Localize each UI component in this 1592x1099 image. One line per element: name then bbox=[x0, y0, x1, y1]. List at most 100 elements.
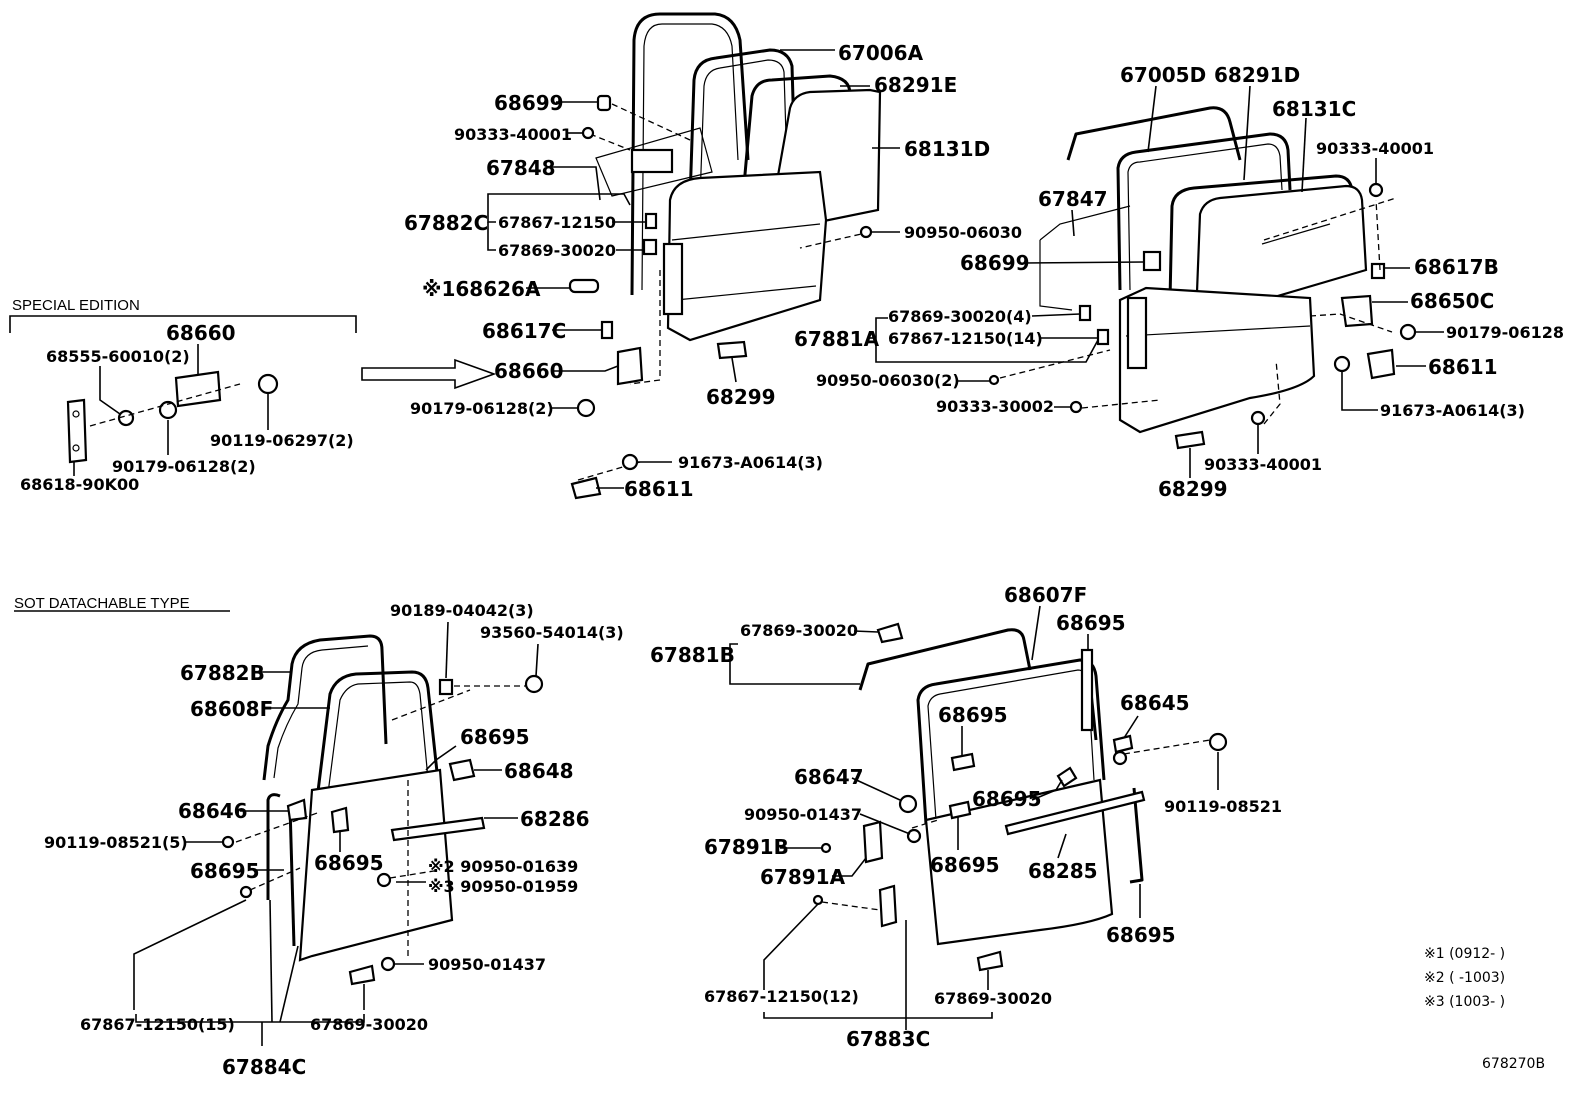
label-68299: 68299 bbox=[706, 385, 776, 409]
bracket-67883C bbox=[878, 884, 898, 928]
special-edition-heading: SPECIAL EDITION bbox=[12, 297, 140, 314]
cushion-68626A bbox=[568, 278, 600, 294]
label-67005D: 67005D bbox=[1120, 63, 1206, 87]
part-labels: 67006A 68291E 68699 90333-40001 67848 68… bbox=[12, 41, 1564, 1079]
leader-lines-front-door bbox=[487, 49, 900, 489]
label-68699: 68699 bbox=[494, 91, 564, 115]
label-67869-30020-right-bottom: 67869-30020 bbox=[934, 989, 1052, 1008]
plug-90950-rear bbox=[988, 374, 1000, 386]
nut-90179-special bbox=[158, 400, 178, 420]
plug-90950-01639 bbox=[376, 872, 392, 888]
note-2: ※2 ( -1003) bbox=[1424, 970, 1505, 986]
label-68286: 68286 bbox=[520, 807, 590, 831]
sot-detachable-left bbox=[14, 610, 544, 986]
label-67867-12150-12: 67867-12150(12) bbox=[704, 987, 859, 1006]
label-90119-08521-5: 90119-08521(5) bbox=[44, 833, 188, 852]
label-68626A: ※168626A bbox=[422, 277, 541, 301]
label-90333-40001: 90333-40001 bbox=[454, 125, 572, 144]
label-67891A: 67891A bbox=[760, 865, 846, 889]
label-68618-90K00: 68618-90K00 bbox=[20, 475, 139, 494]
label-68695-b: 68695 bbox=[314, 851, 384, 875]
label-68291E: 68291E bbox=[874, 73, 957, 97]
rear-glass-68131C bbox=[1194, 184, 1368, 322]
label-68695-d: 68695 bbox=[1056, 611, 1126, 635]
label-67869-30020-right-top: 67869-30020 bbox=[740, 621, 858, 640]
bracket-68648 bbox=[448, 758, 476, 782]
label-90179-06128-special: 90179-06128(2) bbox=[112, 457, 256, 476]
plug-90950-06030 bbox=[859, 225, 873, 239]
hinge-68660-special bbox=[174, 370, 222, 408]
handle-68699-rear bbox=[1142, 250, 1162, 272]
label-91673-A0614-rear: 91673-A0614(3) bbox=[1380, 401, 1525, 420]
label-90950-01959: ※3 90950-01959 bbox=[428, 877, 578, 896]
hinge-68650C bbox=[1340, 294, 1374, 328]
label-90950-01437: 90950-01437 bbox=[428, 955, 546, 974]
moulding-68285 bbox=[1004, 790, 1146, 836]
plug-90333-40001 bbox=[581, 126, 595, 140]
label-68695-g: 68695 bbox=[930, 853, 1000, 877]
label-67847: 67847 bbox=[1038, 187, 1108, 211]
label-68650C: 68650C bbox=[1410, 289, 1494, 313]
seal-68695-right-b bbox=[948, 800, 972, 820]
striker-68611-rear bbox=[1366, 348, 1396, 380]
handle-67891A bbox=[862, 820, 884, 864]
clip-67869-right-top bbox=[876, 622, 904, 644]
label-68299-rear: 68299 bbox=[1158, 477, 1228, 501]
clip-90189 bbox=[438, 678, 454, 696]
label-68646: 68646 bbox=[178, 799, 248, 823]
bolt-90119-08521-right bbox=[1208, 732, 1228, 752]
label-68617B: 68617B bbox=[1414, 255, 1499, 279]
label-67881A: 67881A bbox=[794, 327, 880, 351]
run-channel-68291D bbox=[1116, 132, 1292, 291]
label-91673-A0614: 91673-A0614(3) bbox=[678, 453, 823, 472]
moulding-68286 bbox=[390, 816, 486, 842]
label-67006A: 67006A bbox=[838, 41, 924, 65]
weatherstrip-67882B bbox=[262, 634, 388, 781]
bolt-91673-A0614 bbox=[621, 453, 639, 471]
label-90950-06030-2: 90950-06030(2) bbox=[816, 371, 960, 390]
label-68695-h: 68695 bbox=[1106, 923, 1176, 947]
label-67867-12150-14: 67867-12150(14) bbox=[888, 329, 1043, 348]
label-90119-06297: 90119-06297(2) bbox=[210, 431, 354, 450]
leader-lines-sot-right bbox=[729, 605, 1219, 1030]
nut-90179-06128 bbox=[576, 398, 596, 418]
label-68607F: 68607F bbox=[1004, 583, 1087, 607]
bolt-91673-rear bbox=[1333, 355, 1351, 373]
bolt-90119-06297 bbox=[257, 373, 279, 395]
weatherstrip-67005D bbox=[1066, 106, 1242, 161]
clip-67867-sot bbox=[239, 885, 253, 899]
label-90333-40001-bottom: 90333-40001 bbox=[1204, 455, 1322, 474]
label-90179-06128: 90179-06128(2) bbox=[410, 399, 554, 418]
label-67869-30020-4: 67869-30020(4) bbox=[888, 307, 1032, 326]
clip-67867-12150 bbox=[644, 212, 658, 230]
door-panel bbox=[666, 170, 828, 342]
weatherstrip-67006A bbox=[630, 12, 750, 296]
plug-90950-01437 bbox=[380, 956, 396, 972]
label-68695-f: 68695 bbox=[972, 787, 1042, 811]
screw-90119-08521 bbox=[221, 835, 235, 849]
label-67881B: 67881B bbox=[650, 643, 735, 667]
seal-68695-left bbox=[330, 806, 350, 834]
plug-90333-40001-rear bbox=[1368, 182, 1384, 198]
clip-67869-sot bbox=[348, 964, 376, 986]
seal-68695-right-c bbox=[1056, 766, 1078, 788]
clip-68699 bbox=[596, 94, 612, 112]
bracket-68645 bbox=[1112, 734, 1134, 754]
screw-68555 bbox=[117, 409, 135, 427]
sot-door-panel-right bbox=[924, 778, 1114, 946]
label-90189-04042: 90189-04042(3) bbox=[390, 601, 534, 620]
label-67867-12150: 67867-12150 bbox=[498, 213, 616, 232]
label-68285: 68285 bbox=[1028, 859, 1098, 883]
stopper-68617C bbox=[600, 320, 614, 340]
label-90119-08521: 90119-08521 bbox=[1164, 797, 1282, 816]
seal-68695-right-d bbox=[1080, 648, 1094, 732]
label-90333-40001-rear: 90333-40001 bbox=[1316, 139, 1434, 158]
rear-door-panel bbox=[1118, 286, 1316, 434]
label-68660: 68660 bbox=[494, 359, 564, 383]
front-door-assembly bbox=[568, 12, 882, 500]
label-68291D: 68291D bbox=[1214, 63, 1300, 87]
bracket-68647 bbox=[898, 794, 918, 814]
bolt-93560 bbox=[524, 674, 544, 694]
